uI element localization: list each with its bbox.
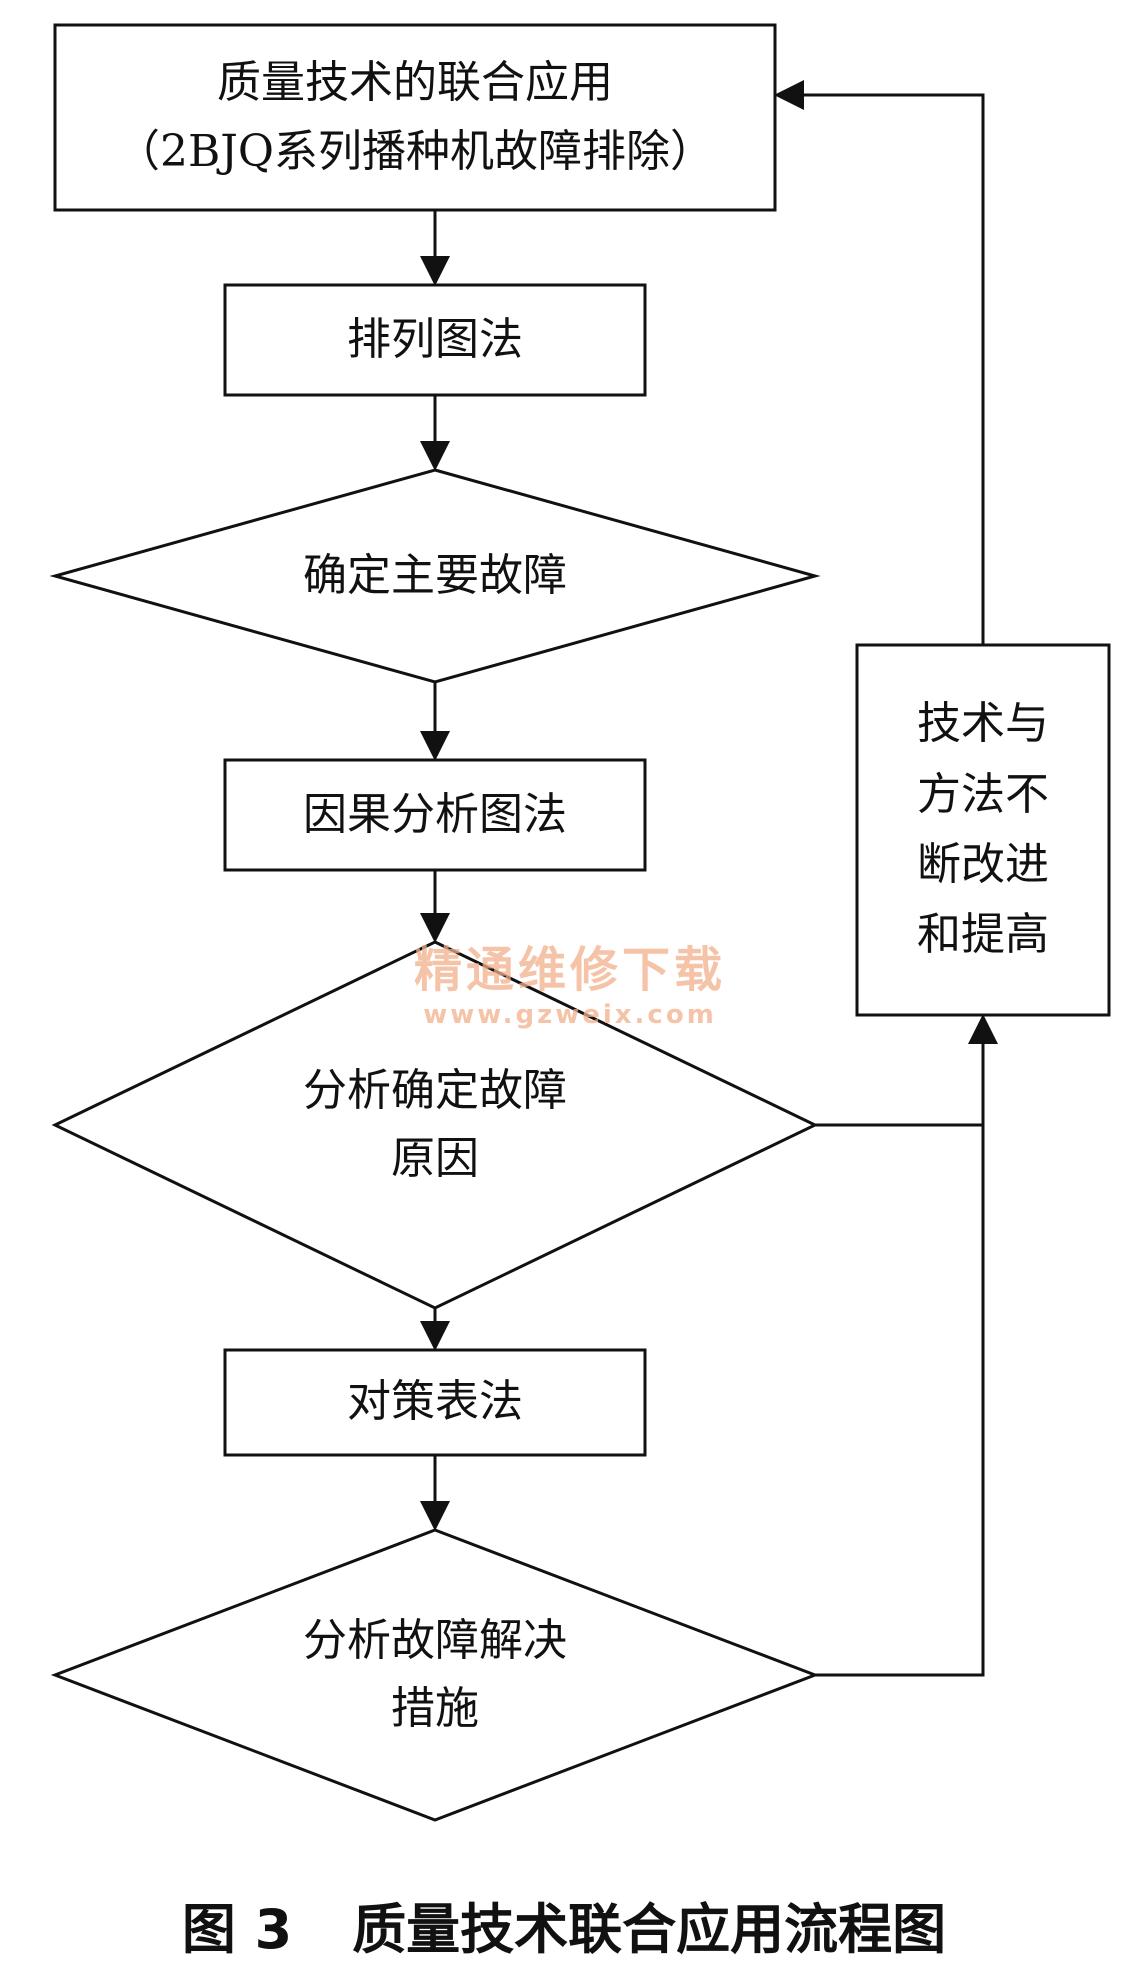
start-text: 质量技术的联合应用 （2BJQ系列播种机故障排除） — [55, 25, 775, 210]
improve-line3: 断改进 — [917, 839, 1049, 890]
pareto-text: 排列图法 — [347, 313, 523, 365]
arrow-feedback-improve — [815, 1014, 998, 1677]
figure-title: 质量技术联合应用流程图 — [352, 1898, 947, 1961]
main-fault-text: 确定主要故障 — [303, 549, 567, 601]
figure-number: 图 3 — [181, 1898, 293, 1961]
solution-line2: 措施 — [391, 1683, 479, 1734]
improve-line4: 和提高 — [917, 909, 1049, 961]
solution-text: 分析故障解决 措施 — [155, 1590, 715, 1760]
countermeasure-text: 对策表法 — [347, 1376, 523, 1428]
improve-text: 技术与 方法不 断改进 和提高 — [857, 645, 1109, 1015]
improve-line2: 方法不 — [917, 768, 1049, 820]
fault-cause-text: 分析确定故障 原因 — [155, 1040, 715, 1210]
solution-diamond — [50, 1528, 820, 1822]
watermark: 精通维修下载 www.gzweix.com — [380, 930, 760, 1030]
cause-effect-text: 因果分析图法 — [303, 788, 567, 840]
start-box — [53, 23, 777, 212]
arrow-improve-start — [774, 80, 985, 645]
fault-cause-line1: 分析确定故障 — [303, 1064, 567, 1116]
fault-cause-line2: 原因 — [391, 1133, 479, 1184]
improve-line1: 技术与 — [917, 698, 1049, 750]
watermark-name: 精通维修下载 — [413, 942, 726, 998]
figure-caption: 图 3 质量技术联合应用流程图 — [0, 1885, 1128, 1964]
start-subtitle: （2BJQ系列播种机故障排除） — [115, 125, 715, 177]
watermark-url: www.gzweix.com — [423, 1000, 717, 1030]
start-title: 质量技术的联合应用 — [217, 57, 613, 109]
solution-line1: 分析故障解决 — [303, 1614, 567, 1666]
